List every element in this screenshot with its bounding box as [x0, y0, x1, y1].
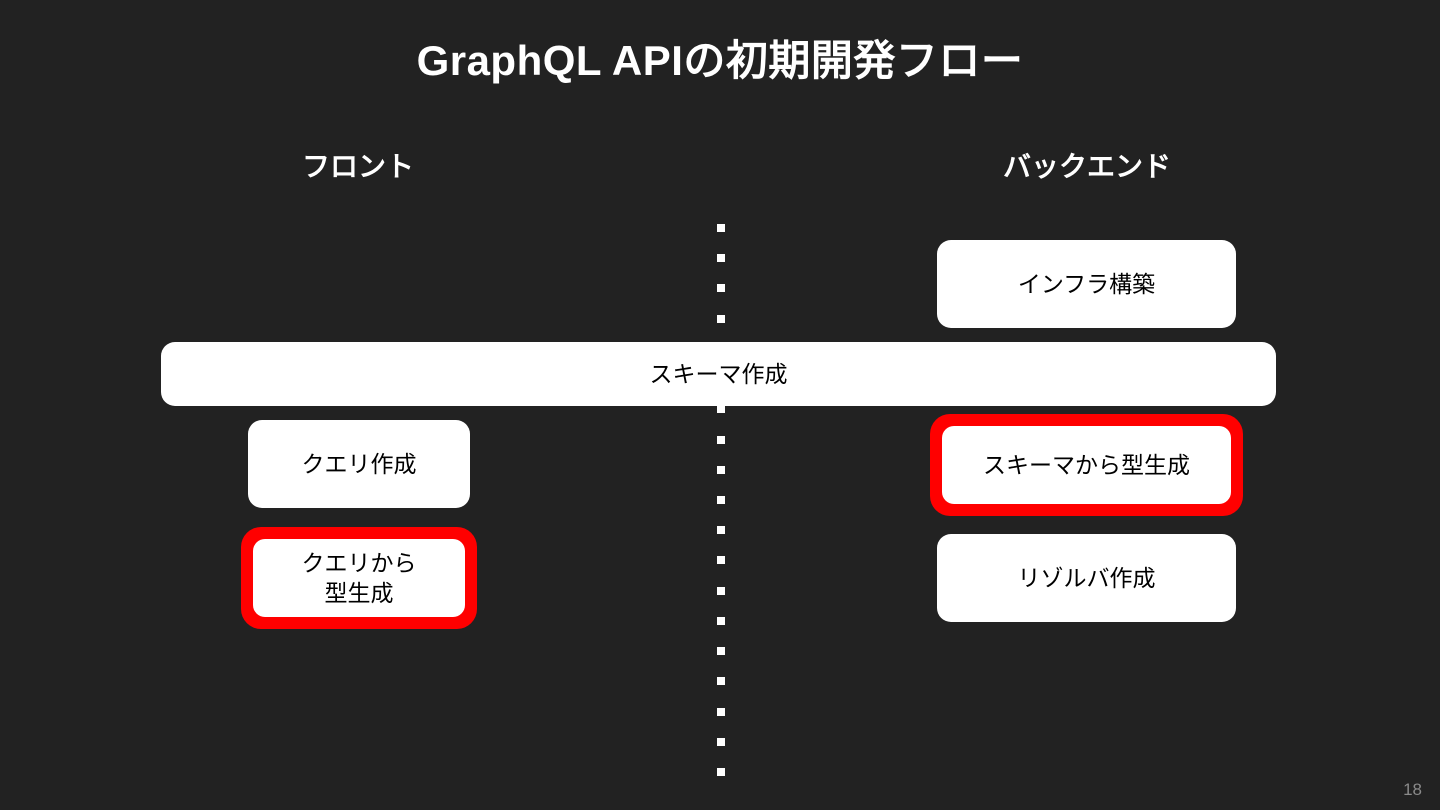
node-infra-construction[interactable]: インフラ構築: [937, 240, 1236, 328]
divider-dot: [717, 677, 725, 686]
node-label-line-2: 型生成: [324, 580, 394, 606]
divider-dot: [717, 526, 725, 535]
node-label: スキーマ作成: [649, 360, 788, 387]
divider-dot: [717, 586, 725, 595]
divider-dot: [717, 224, 725, 232]
page-title: GraphQL APIの初期開発フロー: [416, 37, 1024, 84]
page-number: 18: [1403, 780, 1422, 799]
column-heading-front: フロント: [301, 151, 414, 182]
divider-dot: [717, 435, 725, 444]
node-inner: クエリから 型生成: [253, 539, 465, 617]
node-label-line-1: クエリから: [301, 549, 417, 576]
node-schema-creation[interactable]: スキーマ作成: [161, 342, 1276, 406]
node-label: スキーマから型生成: [983, 451, 1190, 478]
node-query-creation[interactable]: クエリ作成: [248, 420, 470, 508]
node-label: インフラ構築: [1017, 270, 1156, 297]
node-inner: スキーマから型生成: [942, 426, 1231, 504]
dotted-divider: [717, 224, 725, 776]
divider-dot: [717, 737, 725, 746]
divider-dot: [717, 495, 725, 504]
divider-dot: [717, 647, 725, 656]
divider-dot: [717, 284, 725, 293]
divider-dot: [717, 556, 725, 565]
divider-dot: [717, 707, 725, 716]
node-label-wrapper: クエリから 型生成: [302, 548, 417, 609]
divider-dot: [717, 405, 725, 414]
divider-dot: [717, 767, 725, 776]
divider-dot: [717, 254, 725, 263]
node-label: クエリ作成: [301, 450, 417, 477]
divider-dot: [717, 314, 725, 323]
column-heading-backend: バックエンド: [1002, 151, 1171, 182]
node-label: リゾルバ作成: [1017, 564, 1156, 591]
divider-dot: [717, 465, 725, 474]
node-schema-type-generation-highlighted[interactable]: スキーマから型生成: [930, 414, 1243, 516]
divider-dot: [717, 616, 725, 625]
node-resolver-creation[interactable]: リゾルバ作成: [937, 534, 1236, 622]
node-query-type-generation-highlighted[interactable]: クエリから 型生成: [241, 527, 477, 629]
